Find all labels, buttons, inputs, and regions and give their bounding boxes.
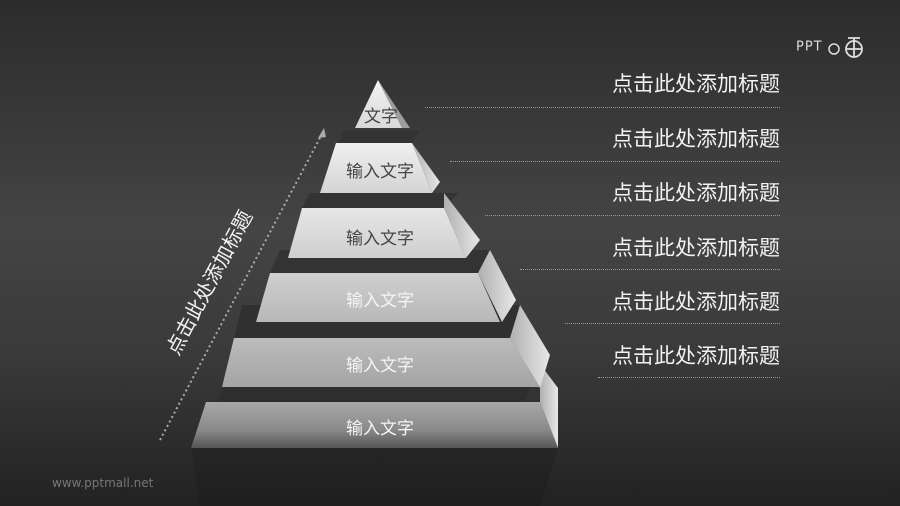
divider — [450, 161, 780, 162]
divider — [598, 377, 780, 378]
divider — [485, 215, 780, 216]
pptmall-logo-icon — [828, 37, 863, 58]
title-item-5[interactable]: 点击此处添加标题 — [612, 290, 780, 314]
title-item-4[interactable]: 点击此处添加标题 — [612, 236, 780, 260]
divider — [425, 107, 780, 108]
title-item-3[interactable]: 点击此处添加标题 — [612, 181, 780, 205]
pyramid-tier-2[interactable]: 输入文字 — [346, 162, 414, 182]
logo-text: PPT — [796, 39, 823, 55]
footer-url: www.pptmall.net — [52, 476, 154, 490]
pyramid-tier-1[interactable]: 文字 — [364, 107, 398, 127]
logo: PPT — [796, 36, 868, 58]
divider — [520, 269, 780, 270]
title-item-1[interactable]: 点击此处添加标题 — [612, 72, 780, 96]
title-item-2[interactable]: 点击此处添加标题 — [612, 127, 780, 151]
pyramid-tier-5[interactable]: 输入文字 — [346, 356, 414, 376]
title-item-6[interactable]: 点击此处添加标题 — [612, 344, 780, 368]
pyramid-tier-3[interactable]: 输入文字 — [346, 229, 414, 249]
pyramid-tier-4[interactable]: 输入文字 — [346, 291, 414, 311]
divider — [565, 323, 780, 324]
pyramid-tier-6[interactable]: 输入文字 — [346, 419, 414, 439]
